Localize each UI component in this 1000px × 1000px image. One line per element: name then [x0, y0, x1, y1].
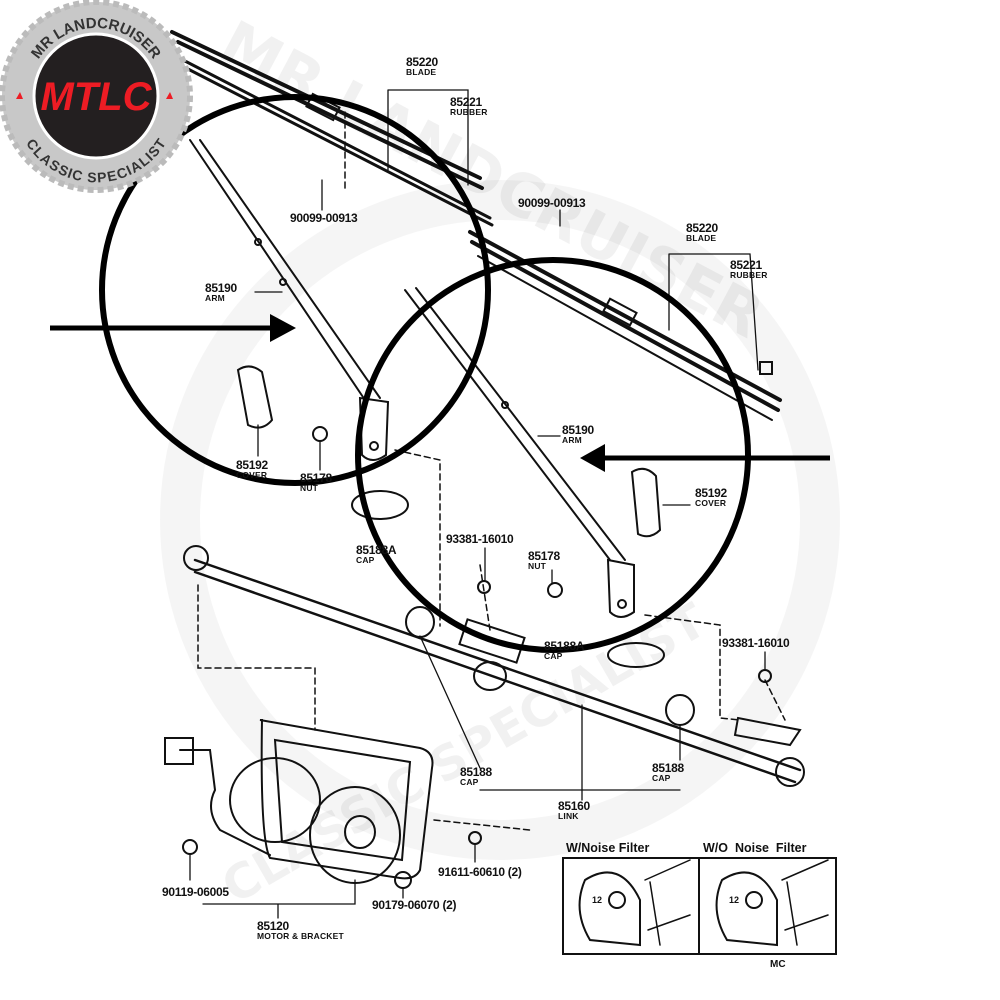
inset-title-without-noise-filter: W/O Noise Filter: [703, 841, 807, 855]
nut-90179: [394, 871, 412, 889]
wiper-arm-2: [404, 287, 635, 618]
wiper-arm-1: [189, 139, 390, 461]
arrow-left-pointing: [580, 444, 830, 472]
link-cap-1: [405, 606, 435, 638]
connector-label-right: 12: [729, 895, 740, 905]
arm-cover-1: [236, 365, 274, 429]
leader-dashes: [197, 111, 786, 831]
wiper-motor: [164, 719, 434, 884]
watermark-ring: [160, 180, 840, 860]
logo-mark: MTLC: [40, 75, 152, 119]
connector-label-left: 12: [592, 895, 603, 905]
nut-1: [312, 426, 328, 442]
washer-93381-a: [477, 580, 491, 594]
noise-filter-inset: [562, 857, 837, 955]
arm-cover-2: [630, 467, 662, 538]
brand-logo: MTLC MR LANDCRUISER CLASSIC SPECIALIST: [0, 0, 193, 193]
part-label-90099-00913-1: 90099-00913: [290, 211, 358, 225]
bolt-90119: [182, 839, 198, 855]
inset-code: MC: [770, 959, 786, 970]
part-label-90119-06005: 90119-06005: [162, 885, 229, 899]
part-label-93381-16010-1: 93381-16010: [446, 532, 514, 546]
part-label-91611-60610: 91611-60610 (2): [438, 865, 522, 879]
wiper-link: [183, 545, 805, 787]
part-label-90099-00913-2: 90099-00913: [518, 196, 586, 210]
inset-title-with-noise-filter: W/Noise Filter: [566, 841, 650, 855]
link-cap-2: [665, 694, 695, 726]
pivot-cap-1: [351, 490, 409, 520]
part-label-90179-06070: 90179-06070 (2): [372, 898, 457, 912]
part-label-93381-16010-2: 93381-16010: [722, 636, 790, 650]
highlight-circle-right: [355, 257, 751, 653]
nut-2: [547, 582, 563, 598]
pivot-cap-2: [607, 642, 665, 668]
arrow-right-pointing: [50, 314, 296, 342]
highlight-circle-left: [99, 94, 491, 486]
label-leaders: [189, 89, 766, 919]
